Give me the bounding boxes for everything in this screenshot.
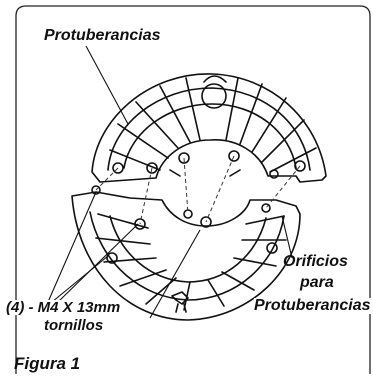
lower-shroud-half [71,185,301,321]
holes-label-line1: Orificios [283,253,348,270]
figure-frame [15,5,371,374]
leader-lines [47,45,293,319]
holes-label-line3: Protuberancias [254,298,373,314]
screws-label-line1: (4) - M4 X 13mm [4,299,123,316]
upper-shroud-half [91,73,327,183]
holes-label-line2: para [300,274,334,291]
protrusions-label: Protuberancias [44,27,161,44]
screws-label-line2: tornillos [44,317,104,334]
alignment-lines [95,155,301,225]
figure-caption: Figura 1 [14,354,81,373]
